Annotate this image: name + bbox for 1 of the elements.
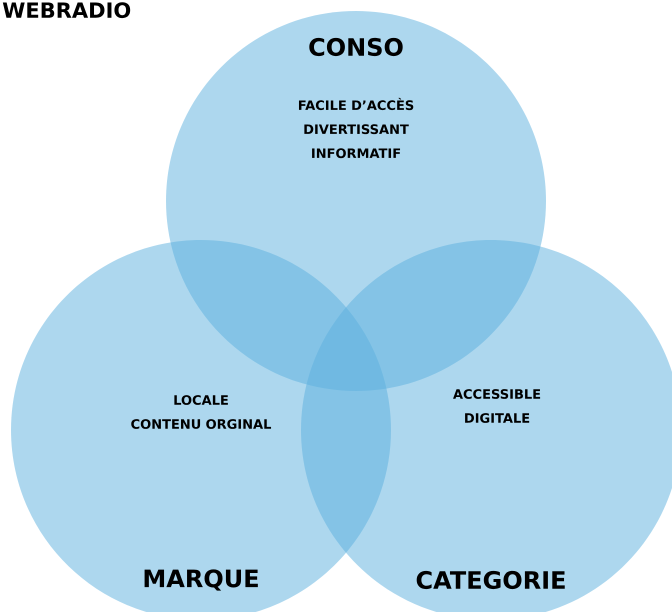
title: WEBRADIO: [2, 2, 130, 18]
